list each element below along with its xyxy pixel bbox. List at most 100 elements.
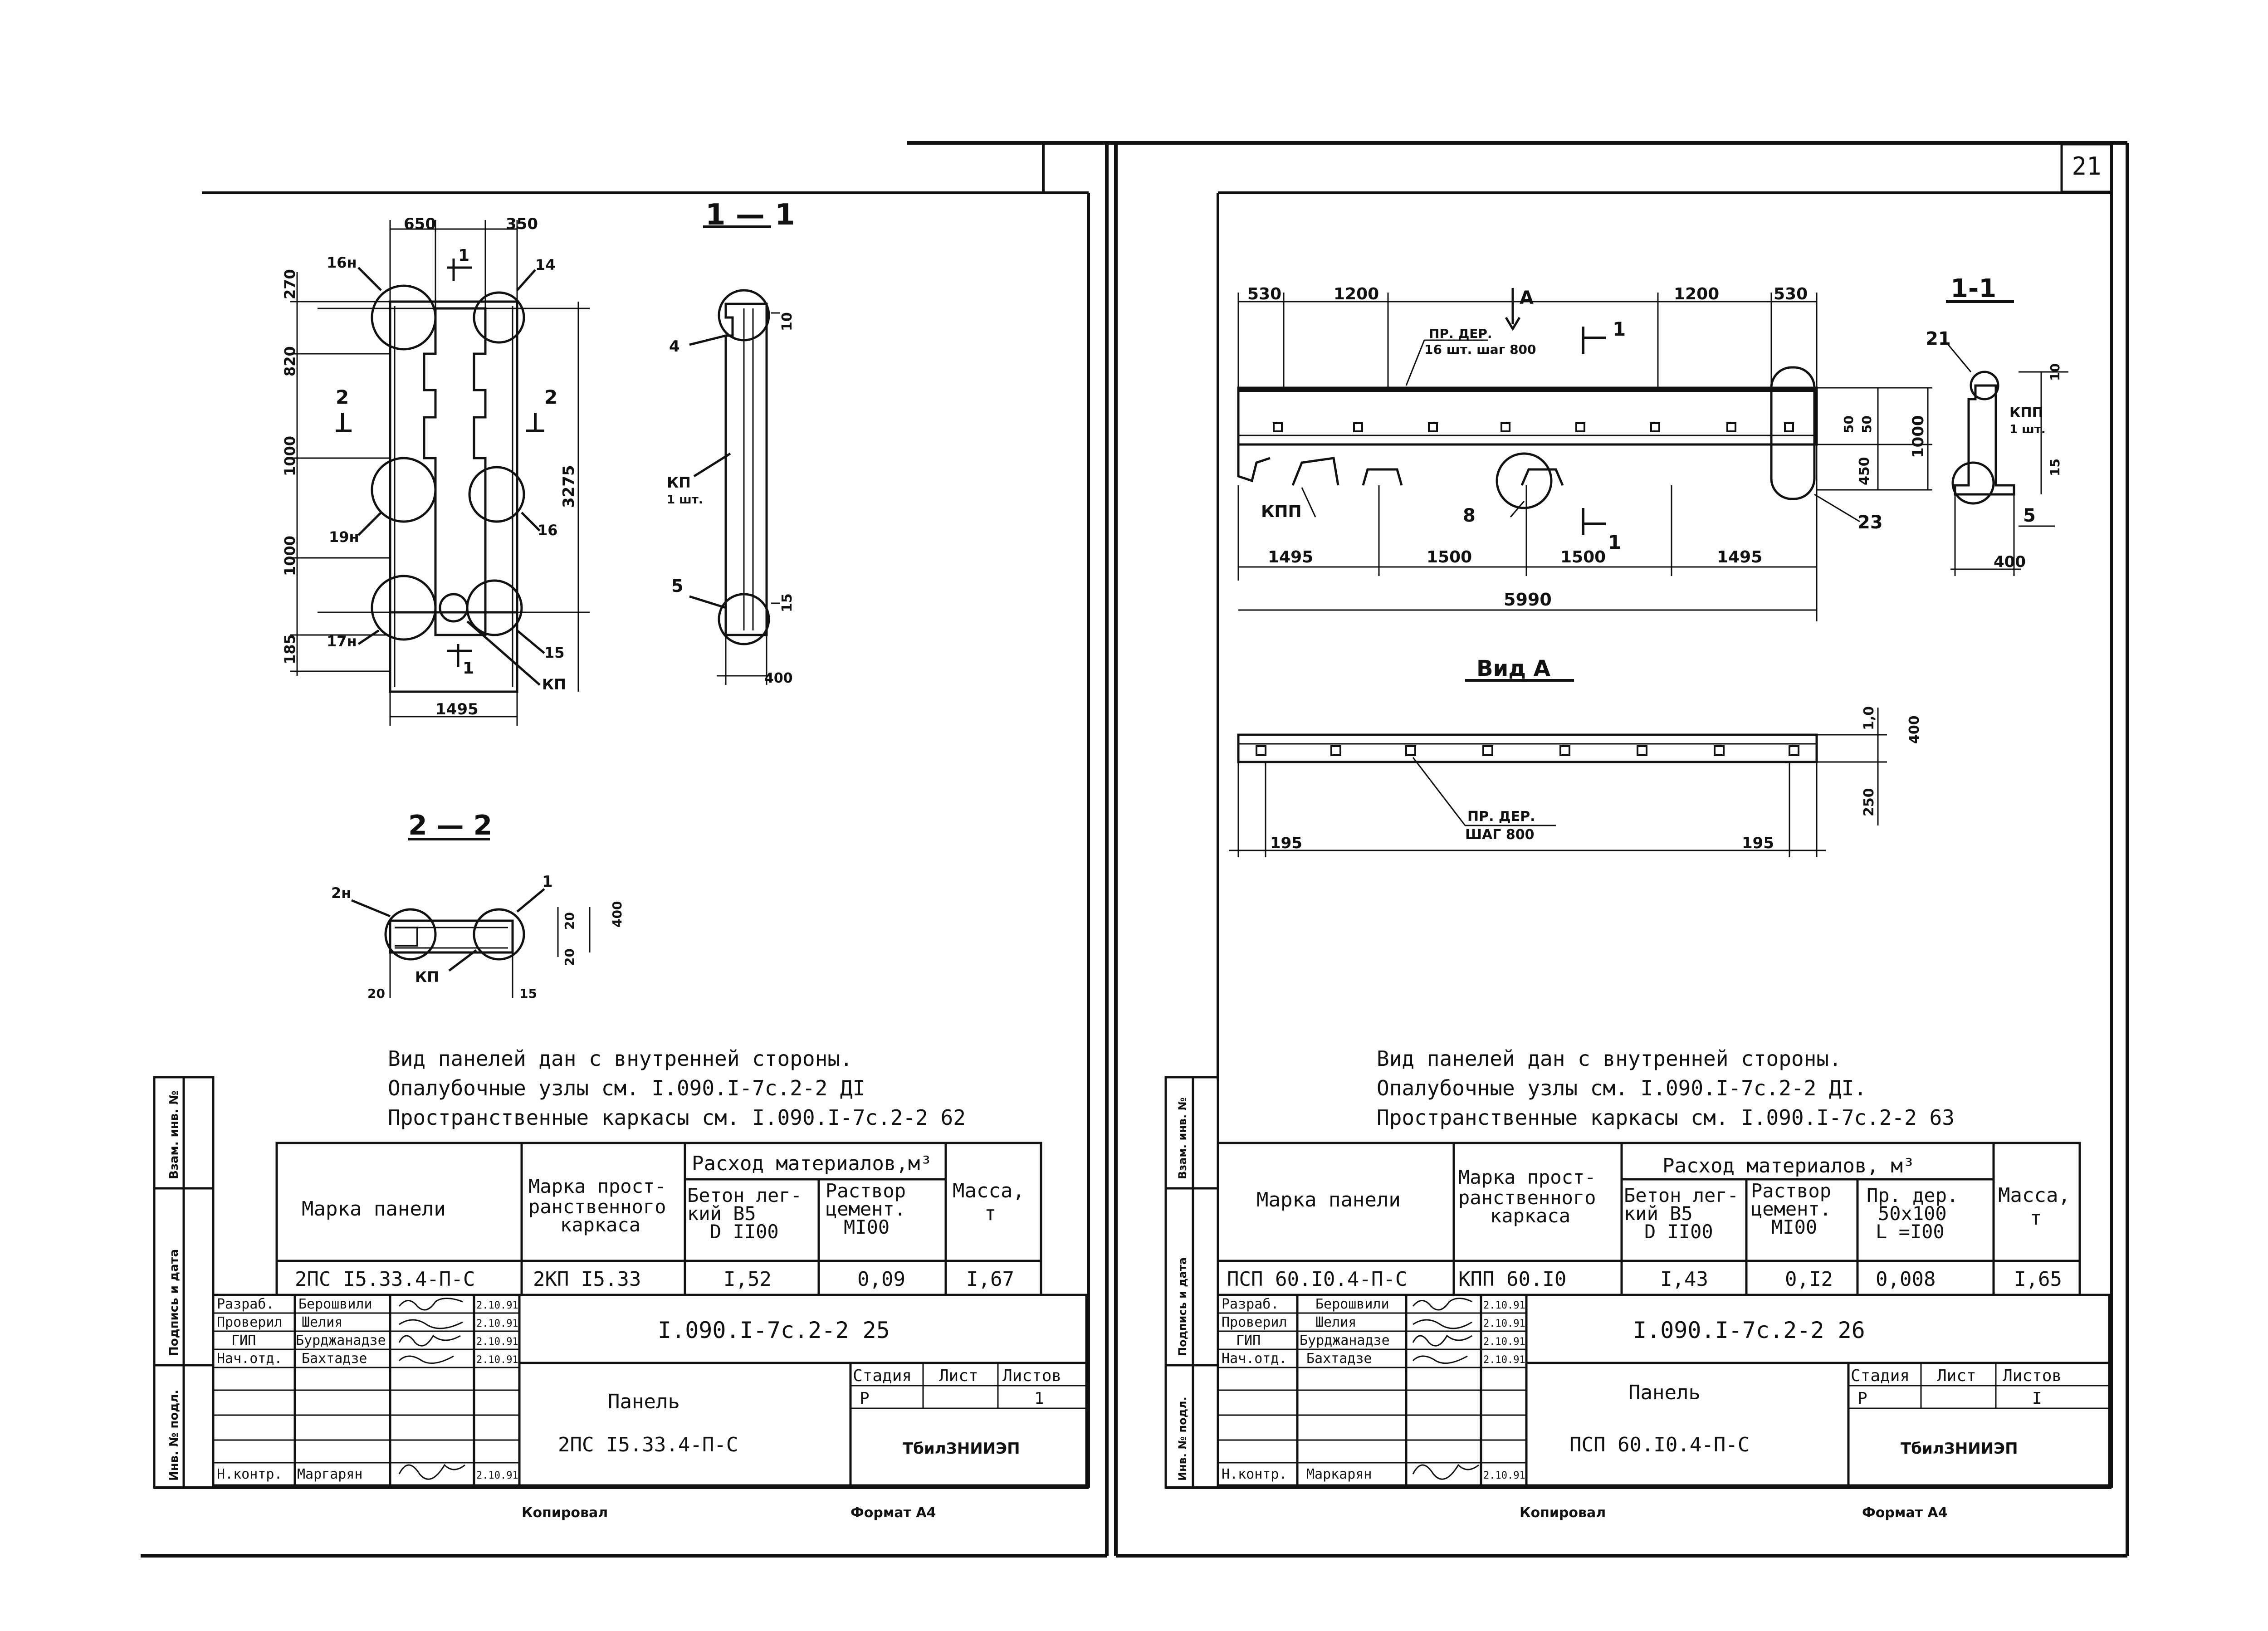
r-s1-label-21: 21 xyxy=(1926,328,1951,349)
rs-h-mark: Марка панели xyxy=(1256,1188,1401,1211)
lt-name-0: Берошвили xyxy=(298,1296,372,1312)
r-dim-bottom-0: 1495 xyxy=(1268,548,1313,566)
left-panel-elevation: 650 350 270 820 1000 1000 185 3275 1495 … xyxy=(281,215,590,726)
r-section-title: 1-1 xyxy=(1950,274,1996,303)
rs-h-wood-3: L =I00 xyxy=(1876,1221,1945,1243)
right-note-0: Вид панелей дан с внутренней стороны. xyxy=(1377,1046,1842,1071)
lt-name-3: Бахтадзе xyxy=(302,1351,367,1367)
rt-date-6: 2.10.91 xyxy=(1483,1470,1525,1481)
r-dim-top-1: 1200 xyxy=(1334,285,1379,303)
lt-hdr-stage: Стадия xyxy=(853,1367,912,1385)
rt-hdr-sheet: Лист xyxy=(1937,1367,1976,1385)
r-view-250: 250 xyxy=(1861,788,1877,816)
dim-left-2: 1000 xyxy=(281,436,298,476)
ls-h-mass-1: Масса, xyxy=(953,1179,1025,1202)
rt-name-3: Бахтадзе xyxy=(1306,1351,1372,1367)
rt-name-2: Бурджанадзе xyxy=(1300,1333,1390,1348)
dim-left-3: 1000 xyxy=(281,536,298,576)
lt-role-0: Разраб. xyxy=(217,1296,274,1312)
section-1-mark-top: 1 xyxy=(458,246,469,265)
r-s1-label-kpp: КПП xyxy=(2009,405,2043,421)
lt-product-mark: 2ПС I5.33.4-П-С xyxy=(558,1433,738,1456)
ls-h-frame-2: ранственного xyxy=(528,1196,666,1218)
rs-r-concrete: I,43 xyxy=(1660,1268,1708,1291)
lt-name-2: Бурджанадзе xyxy=(296,1333,386,1348)
r-dim-right-450: 450 xyxy=(1857,457,1872,485)
node-16: 16 xyxy=(538,522,558,539)
r-callout-sec-top: 1 xyxy=(1613,318,1626,340)
ls-r-mass: I,67 xyxy=(966,1268,1014,1291)
r-s1-label-qty: 1 шт. xyxy=(2009,423,2046,436)
ls-h-materials: Расход материалов,м³ xyxy=(692,1152,932,1175)
rt-org: ТбилЗНИИЭП xyxy=(1901,1440,2018,1458)
rt-date-0: 2.10.91 xyxy=(1483,1300,1525,1311)
node-17n: 17н xyxy=(327,633,357,650)
rt-date-2: 2.10.91 xyxy=(1483,1336,1525,1348)
dim-top-0: 650 xyxy=(404,215,436,233)
left-section-2-2: 2 — 2 2н 1 КП 20 20 15 20 400 xyxy=(331,810,625,1001)
left-note-1: Опалубочные узлы см. I.090.I-7с.2-2 ДI xyxy=(388,1076,865,1100)
rt-hdr-sheets: Листов xyxy=(2003,1367,2062,1385)
rt-date-3: 2.10.91 xyxy=(1483,1354,1525,1366)
s2-dim-20b: 20 xyxy=(562,948,577,966)
s2-dim-400: 400 xyxy=(610,901,625,928)
page-number: 21 xyxy=(2072,152,2101,181)
r-dim-right-50b: 50 xyxy=(1859,415,1874,433)
lt-sheets: 1 xyxy=(1034,1389,1044,1408)
rs-h-wood-1: Пр. дер. xyxy=(1867,1184,1958,1206)
rt-hdr-stage: Стадия xyxy=(1851,1367,1910,1385)
lt-role-6: Н.контр. xyxy=(217,1466,283,1482)
right-title-block: Разраб. Проверил ГИП Нач.отд. Н.контр. Б… xyxy=(1164,1076,2111,1521)
s1-dim-15: 15 xyxy=(779,593,795,612)
node-kp: КП xyxy=(542,676,566,693)
rs-h-concrete-2: кий В5 xyxy=(1624,1202,1693,1225)
right-view-a: Вид А ПР. ДЕР. ШАГ 800 195 195 1,0 400 2… xyxy=(1229,656,1922,857)
r-callout-8: 8 xyxy=(1463,505,1476,526)
r-stamp-2: Инв. № подл. xyxy=(1176,1397,1189,1481)
s1-label-5: 5 xyxy=(671,576,683,596)
l-stamp-1: Подпись и дата xyxy=(167,1249,181,1356)
lt-role-1: Проверил xyxy=(217,1314,283,1330)
right-section-1-1: 1-1 21 10 КПП 1 шт. 15 5 400 xyxy=(1926,274,2068,576)
r-stamp-0: Взам. инв. № xyxy=(1176,1098,1189,1179)
r-view-195-right: 195 xyxy=(1742,834,1774,852)
r-dim-bottom-1: 1500 xyxy=(1427,548,1472,566)
rt-name-1: Шелия xyxy=(1315,1314,1356,1330)
rt-sheets: I xyxy=(2032,1389,2042,1408)
rs-r-mass: I,65 xyxy=(2014,1268,2062,1291)
left-notes: Вид панелей дан с внутренней стороны. Оп… xyxy=(388,1046,966,1130)
s2-label-kp: КП xyxy=(415,968,439,986)
l-footer-format: Формат А4 xyxy=(850,1505,936,1521)
dim-left-4: 185 xyxy=(281,634,298,664)
r-s1-label-5: 5 xyxy=(2023,505,2036,526)
rs-r-frame: КПП 60.I0 xyxy=(1458,1268,1566,1291)
rt-stage: Р xyxy=(1857,1389,1867,1408)
ls-h-concrete-2: кий В5 xyxy=(687,1202,756,1225)
l-footer-copied: Копировал xyxy=(522,1505,608,1521)
s2-dim-20a: 20 xyxy=(562,912,577,930)
ls-h-mark: Марка панели xyxy=(302,1197,446,1221)
r-dim-top-2: 1200 xyxy=(1674,285,1719,303)
rs-h-concrete-1: Бетон лег- xyxy=(1624,1184,1739,1206)
r-callout-wood-qty: 16 шт. шаг 800 xyxy=(1424,342,1536,357)
r-dim-total: 5990 xyxy=(1504,590,1552,610)
lt-name-1: Шелия xyxy=(302,1314,342,1330)
section-1-title: 1 — 1 xyxy=(705,198,795,232)
r-dim-bottom-3: 1495 xyxy=(1717,548,1762,566)
r-stamp-1: Подпись и дата xyxy=(1176,1257,1189,1356)
r-callout-kpp: КПП xyxy=(1261,503,1302,521)
rt-product-title: Панель xyxy=(1628,1381,1701,1404)
rt-name-0: Берошвили xyxy=(1315,1296,1389,1312)
dim-bottom: 1495 xyxy=(435,700,479,718)
rt-code: I.090.I-7с.2-2 26 xyxy=(1633,1317,1865,1343)
ls-r-frame: 2КП I5.33 xyxy=(533,1268,641,1291)
rt-role-3: Нач.отд. xyxy=(1222,1351,1287,1367)
lt-date-6: 2.10.91 xyxy=(476,1470,518,1481)
lt-code: I.090.I-7с.2-2 25 xyxy=(658,1317,890,1343)
rt-name-6: Маркарян xyxy=(1306,1466,1372,1482)
s1-label-4: 4 xyxy=(669,337,680,356)
ls-r-mark: 2ПС I5.33.4-П-С xyxy=(295,1268,475,1291)
lt-stage: Р xyxy=(860,1389,870,1408)
r-footer-copied: Копировал xyxy=(1520,1505,1606,1521)
